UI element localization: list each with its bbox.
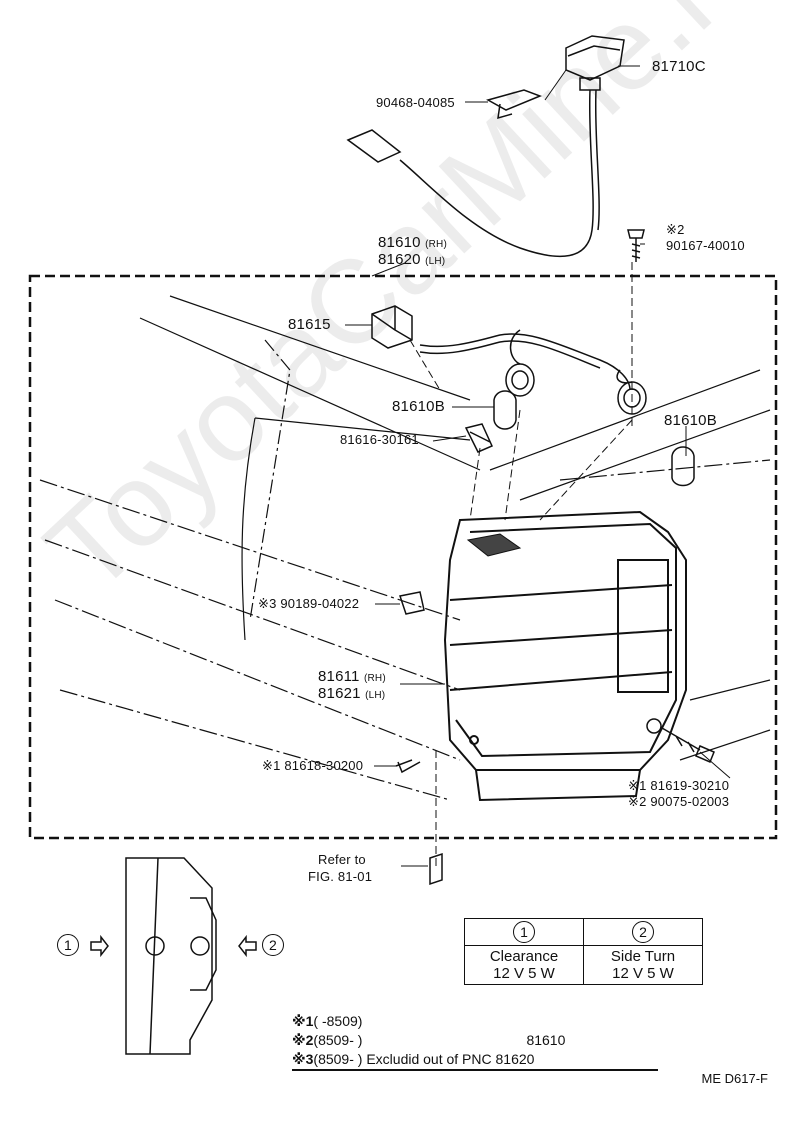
spec-col2-num: 2 <box>632 921 654 943</box>
clip-reference <box>429 852 443 886</box>
spec-col2-rating: 12 V 5 W <box>612 965 674 982</box>
socket-harness <box>419 329 647 415</box>
arrow-left-icon <box>238 934 257 958</box>
lamp-lens-81611 <box>443 510 687 802</box>
projection-lines <box>409 262 633 870</box>
note-1: ※1( -8509) <box>292 1012 565 1031</box>
label-81611-num: 81611 <box>318 668 360 685</box>
note-3-text: (8509- ) <box>313 1051 363 1067</box>
label-81620: 81620 (LH) <box>378 251 445 268</box>
label-90468-04085: 90468-04085 <box>376 95 455 110</box>
label-81710c: 81710C <box>652 58 706 75</box>
label-81610: 81610 (RH) <box>378 234 447 251</box>
switch-81710c <box>346 35 625 258</box>
label-81610b-left: 81610B <box>392 398 445 415</box>
label-81621-side: (LH) <box>365 690 386 701</box>
note-1-text: ( -8509) <box>313 1013 363 1029</box>
note-2-pnc: 81610 <box>526 1032 566 1048</box>
leader-lines <box>345 65 731 867</box>
label-81611-side: (RH) <box>363 673 386 684</box>
view-label-2: 2 <box>262 934 284 956</box>
note-1-mark: ※1 <box>292 1013 314 1029</box>
body-panel-lines <box>39 295 771 801</box>
view-circle-1: 1 <box>57 934 79 956</box>
label-81618-30200: ※1 81618-30200 <box>262 758 364 773</box>
label-81620-num: 81620 <box>378 251 421 268</box>
spec-col1-name: Clearance <box>489 948 559 965</box>
label-90189-04022: ※3 90189-04022 <box>258 596 360 611</box>
label-81610-num: 81610 <box>378 234 421 251</box>
label-81621: 81621 (LH) <box>318 685 385 702</box>
label-81615: 81615 <box>288 316 331 333</box>
label-81611: 81611 (RH) <box>318 668 386 685</box>
screw-81619 <box>646 718 715 763</box>
label-star2-mark: ※2 <box>666 222 685 237</box>
note-3: ※3(8509- ) Excludid out of PNC 81620 <box>292 1050 565 1069</box>
spec-col1-num: 1 <box>513 921 535 943</box>
arrow-right-icon <box>90 934 109 958</box>
note-2-mark: ※2 <box>292 1032 314 1048</box>
label-81621-num: 81621 <box>318 685 361 702</box>
side-view-drawing <box>125 857 217 1055</box>
spec-col2-name: Side Turn <box>610 948 676 965</box>
label-90167-40010: 90167-40010 <box>666 238 745 253</box>
note-2-text: (8509- ) <box>313 1032 363 1048</box>
label-refer-line2: FIG. 81-01 <box>308 869 373 884</box>
spec-col1-rating: 12 V 5 W <box>493 965 555 982</box>
clip-90468 <box>486 89 543 120</box>
label-90075-02003: ※2 90075-02003 <box>628 794 730 809</box>
screw-81618 <box>395 759 421 774</box>
label-refer-line1: Refer to <box>318 852 366 867</box>
screw-90167 <box>627 229 645 262</box>
label-81619-30210: ※1 81619-30210 <box>628 778 730 793</box>
socket-81616 <box>464 423 493 453</box>
spec-header-row: 1 2 <box>464 918 703 946</box>
figure-code: ME D617-F <box>701 1071 768 1086</box>
label-81616-30161: 81616-30161 <box>340 432 419 447</box>
note-3-exclusion: Excludid out of PNC 81620 <box>366 1051 535 1067</box>
spec-col1-head: 1 <box>464 918 584 946</box>
label-81610-side: (RH) <box>425 239 447 250</box>
bulb-81610b-right <box>671 446 695 487</box>
assembly-boundary <box>28 274 778 840</box>
bulb-81610b-left <box>493 390 517 430</box>
label-81610b-right: 81610B <box>664 412 717 429</box>
spec-col2-head: 2 <box>583 918 703 946</box>
label-81620-side: (LH) <box>425 256 446 267</box>
view-label-1: 1 <box>57 934 79 956</box>
view-circle-2: 2 <box>262 934 284 956</box>
clip-90189 <box>399 591 425 615</box>
note-2: ※2(8509- ) 81610 <box>292 1031 565 1050</box>
footnotes: ※1( -8509) ※2(8509- )81610 ※3(8509- ) Ex… <box>292 1012 565 1069</box>
note-3-mark: ※3 <box>292 1051 314 1067</box>
connector-81615 <box>371 305 413 349</box>
